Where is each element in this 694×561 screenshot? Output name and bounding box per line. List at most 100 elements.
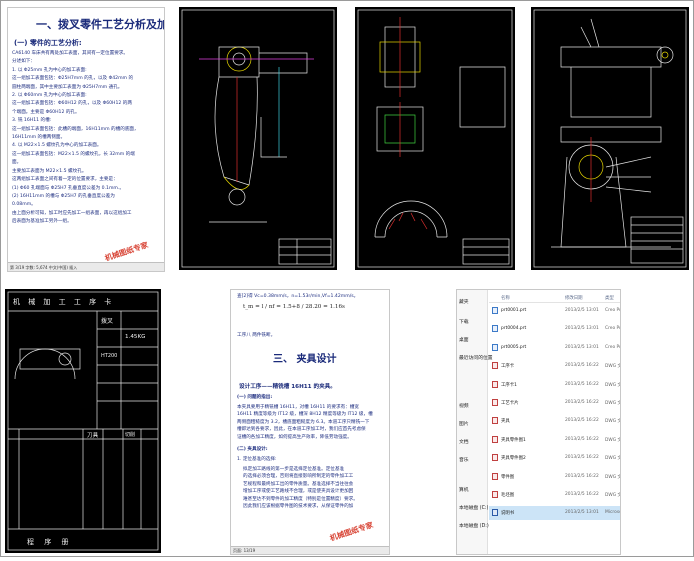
explorer-column-header: 名称 修改日期 类型 bbox=[489, 292, 620, 303]
file-date: 2013/2/5 16:22 bbox=[565, 418, 599, 424]
dwg-file-icon bbox=[492, 362, 498, 370]
column-date[interactable]: 修改日期 bbox=[565, 296, 583, 301]
doc2-line: 难甚至达不到零件的加工精度（特别是位置精度）要求。 bbox=[243, 496, 358, 502]
doc-line: 圆柱两端面，其中主要加工表面为 Φ25H7mm 通孔。 bbox=[12, 84, 123, 90]
nav-item[interactable]: 下载 bbox=[459, 320, 469, 325]
file-date: 2013/2/5 13:01 bbox=[565, 308, 599, 313]
blank-drawing-svg bbox=[357, 9, 513, 268]
file-row[interactable]: prt0005.prt 2013/2/5 13:01 Creo Pro bbox=[489, 341, 620, 355]
dwg-file-icon bbox=[492, 417, 498, 425]
file-date: 2013/2/5 13:01 bbox=[565, 326, 599, 332]
doc2-line: 槽即达到各要求，因此，在本道工序加工时，我们应首先考虑保 bbox=[237, 427, 366, 433]
file-row[interactable]: 夹具 2013/2/5 16:22 DWG 文件 bbox=[489, 414, 620, 428]
doc-section-heading: (一) 零件的工艺分析: bbox=[14, 39, 82, 47]
doc2-sub-1: (一) 问题的指出: bbox=[237, 395, 273, 400]
file-date: 2013/2/5 13:01 bbox=[565, 344, 599, 350]
dwg-file-icon bbox=[492, 435, 498, 443]
nav-item[interactable]: 藏夹 bbox=[459, 300, 469, 305]
watermark-stamp: 机械图纸专家 bbox=[103, 240, 150, 263]
doc-line: 4. 以 M22×1.5 螺纹孔为中心的加工表面。 bbox=[12, 143, 102, 149]
doc2-sub-2: (二) 夹具设计: bbox=[237, 447, 268, 452]
file-date: 2013/2/5 16:22 bbox=[565, 473, 599, 479]
file-type: DWG 文件 bbox=[605, 493, 620, 498]
doc2-line: 的选择必须合理，否则将直接影响所制定的零件加工工 bbox=[243, 474, 354, 480]
card-title: 机 械 加 工 工 序 卡 bbox=[13, 298, 114, 306]
nav-item[interactable]: 图片 bbox=[459, 422, 469, 427]
doc-line: 0.08mm。 bbox=[12, 202, 36, 208]
doc-line: 16H11mm 的槽两侧面。 bbox=[12, 135, 66, 141]
file-name: 毛坯图 bbox=[501, 493, 515, 498]
doc2-heading: 三、 夹具设计 bbox=[273, 354, 337, 365]
file-name: 工艺卡片 bbox=[501, 401, 519, 406]
file-name: 工序卡 bbox=[501, 364, 515, 370]
nav-item[interactable]: 最近访问的位置 bbox=[459, 356, 493, 361]
file-date: 2013/2/5 16:22 bbox=[565, 363, 599, 369]
file-type: DWG 文件 bbox=[605, 437, 620, 443]
file-type: Microso bbox=[605, 510, 621, 516]
file-date: 2013/2/5 16:22 bbox=[565, 492, 599, 497]
card-part-name: 拨叉 bbox=[101, 318, 114, 325]
part-drawing-svg bbox=[181, 9, 335, 268]
doc-line: CA6140 车床共有两处加工表面，其间有一定位置要求。 bbox=[12, 51, 128, 56]
doc2-status-bar: 页面: 13/19 bbox=[231, 546, 389, 554]
file-name: 夹具 bbox=[501, 419, 510, 425]
dwg-file-icon bbox=[492, 454, 498, 462]
nav-item[interactable]: 音乐 bbox=[459, 458, 469, 463]
card-tool-header: 刀具 bbox=[87, 433, 99, 439]
file-row[interactable]: 零件图 2013/2/5 16:22 DWG 文件 bbox=[489, 470, 620, 484]
file-name: prt0005.prt bbox=[501, 344, 527, 350]
file-explorer: 藏夹下载桌面最近访问的位置视频图片文档音乐算机本地磁盘 (C:) 本地磁盘 (D:… bbox=[456, 289, 621, 555]
nav-item[interactable]: 视频 bbox=[459, 404, 469, 409]
column-type[interactable]: 类型 bbox=[605, 296, 614, 301]
word-status-bar: 第 3/19 字数: 5,674 中文(中国) 插入 bbox=[8, 262, 164, 271]
file-type: DWG 文件 bbox=[605, 419, 620, 425]
card-weight: 1.45KG bbox=[125, 334, 146, 340]
nav-item[interactable]: 算机 bbox=[459, 488, 469, 493]
doc2-line-2: 工序八 两件铣断。 bbox=[237, 333, 276, 338]
card-footer: 程 序 册 bbox=[27, 538, 73, 546]
nav-item[interactable]: 本地磁盘 (D:) bbox=[459, 524, 489, 529]
dwg-file-icon bbox=[492, 399, 498, 406]
doc2-line: 拟定加工路线的第一步是选择定位基准。定位基准 bbox=[243, 467, 345, 472]
doc2-line: 16H11 精度等级为 IT12 级，槽深 8H12 精度等级为 IT12 级，… bbox=[237, 412, 373, 418]
machining-process-card: 机 械 加 工 工 序 卡 拨叉 1.45KG HT200 刀具 切削 程 序 … bbox=[5, 289, 161, 553]
doc-line: 2. 以 Φ60mm 孔为中心的加工表面: bbox=[12, 93, 87, 99]
file-row[interactable]: 毛坯图 2013/2/5 16:22 DWG 文件 bbox=[489, 488, 620, 502]
cad-blank-drawing bbox=[355, 7, 515, 270]
file-type: Creo Pro bbox=[605, 344, 620, 350]
nav-item[interactable]: 文档 bbox=[459, 440, 469, 445]
watermark-stamp-2: 机械图纸专家 bbox=[328, 520, 375, 543]
file-type: DWG 文件 bbox=[605, 401, 620, 406]
doc2-line-1: 查[2]得 Vc=0.38mm/s，n=1.53r/min,Vf=1.42mm/… bbox=[237, 294, 359, 299]
doc-line: 这一组加工表面包括：M22×1.5 的螺纹孔，长 32mm 的端 bbox=[12, 151, 135, 157]
column-name[interactable]: 名称 bbox=[501, 296, 510, 301]
file-name: 说明书 bbox=[501, 511, 515, 517]
cad-fixture-drawing bbox=[531, 7, 689, 270]
doc-line: 这两组加工表面之间有着一定的位置要求，主要是： bbox=[12, 177, 118, 183]
dwg-file-icon bbox=[492, 491, 498, 498]
nav-item[interactable]: 本地磁盘 (C:) bbox=[459, 506, 489, 511]
file-type: DWG 文件 bbox=[605, 456, 620, 462]
nav-item[interactable]: 桌面 bbox=[459, 338, 469, 343]
file-name: 工序卡1 bbox=[501, 382, 517, 388]
doc-line: 这一组加工表面包括：此槽的端面，16H11mm 的槽的底面， bbox=[12, 126, 139, 132]
file-name: 零件图 bbox=[501, 474, 515, 480]
process-card-svg bbox=[7, 291, 159, 551]
card-material: HT200 bbox=[101, 353, 118, 359]
file-type: DWG 文件 bbox=[605, 474, 620, 480]
doc2-line: 两侧面粗糙度为 3.2，槽底面粗糙度为 6.3。本道工序只精铣一下 bbox=[237, 419, 370, 425]
doc2-line: 本夹具要用于精铣槽 16H11，对槽 16H11 的要求有：槽宽 bbox=[237, 405, 359, 410]
prt-file-icon bbox=[492, 307, 498, 314]
prt-file-icon bbox=[492, 343, 498, 351]
doc-line: 主要加工表面为 M22×1.5 螺纹孔。 bbox=[12, 168, 87, 174]
fixture-drawing-svg bbox=[533, 9, 687, 268]
dwg-file-icon bbox=[492, 472, 498, 480]
